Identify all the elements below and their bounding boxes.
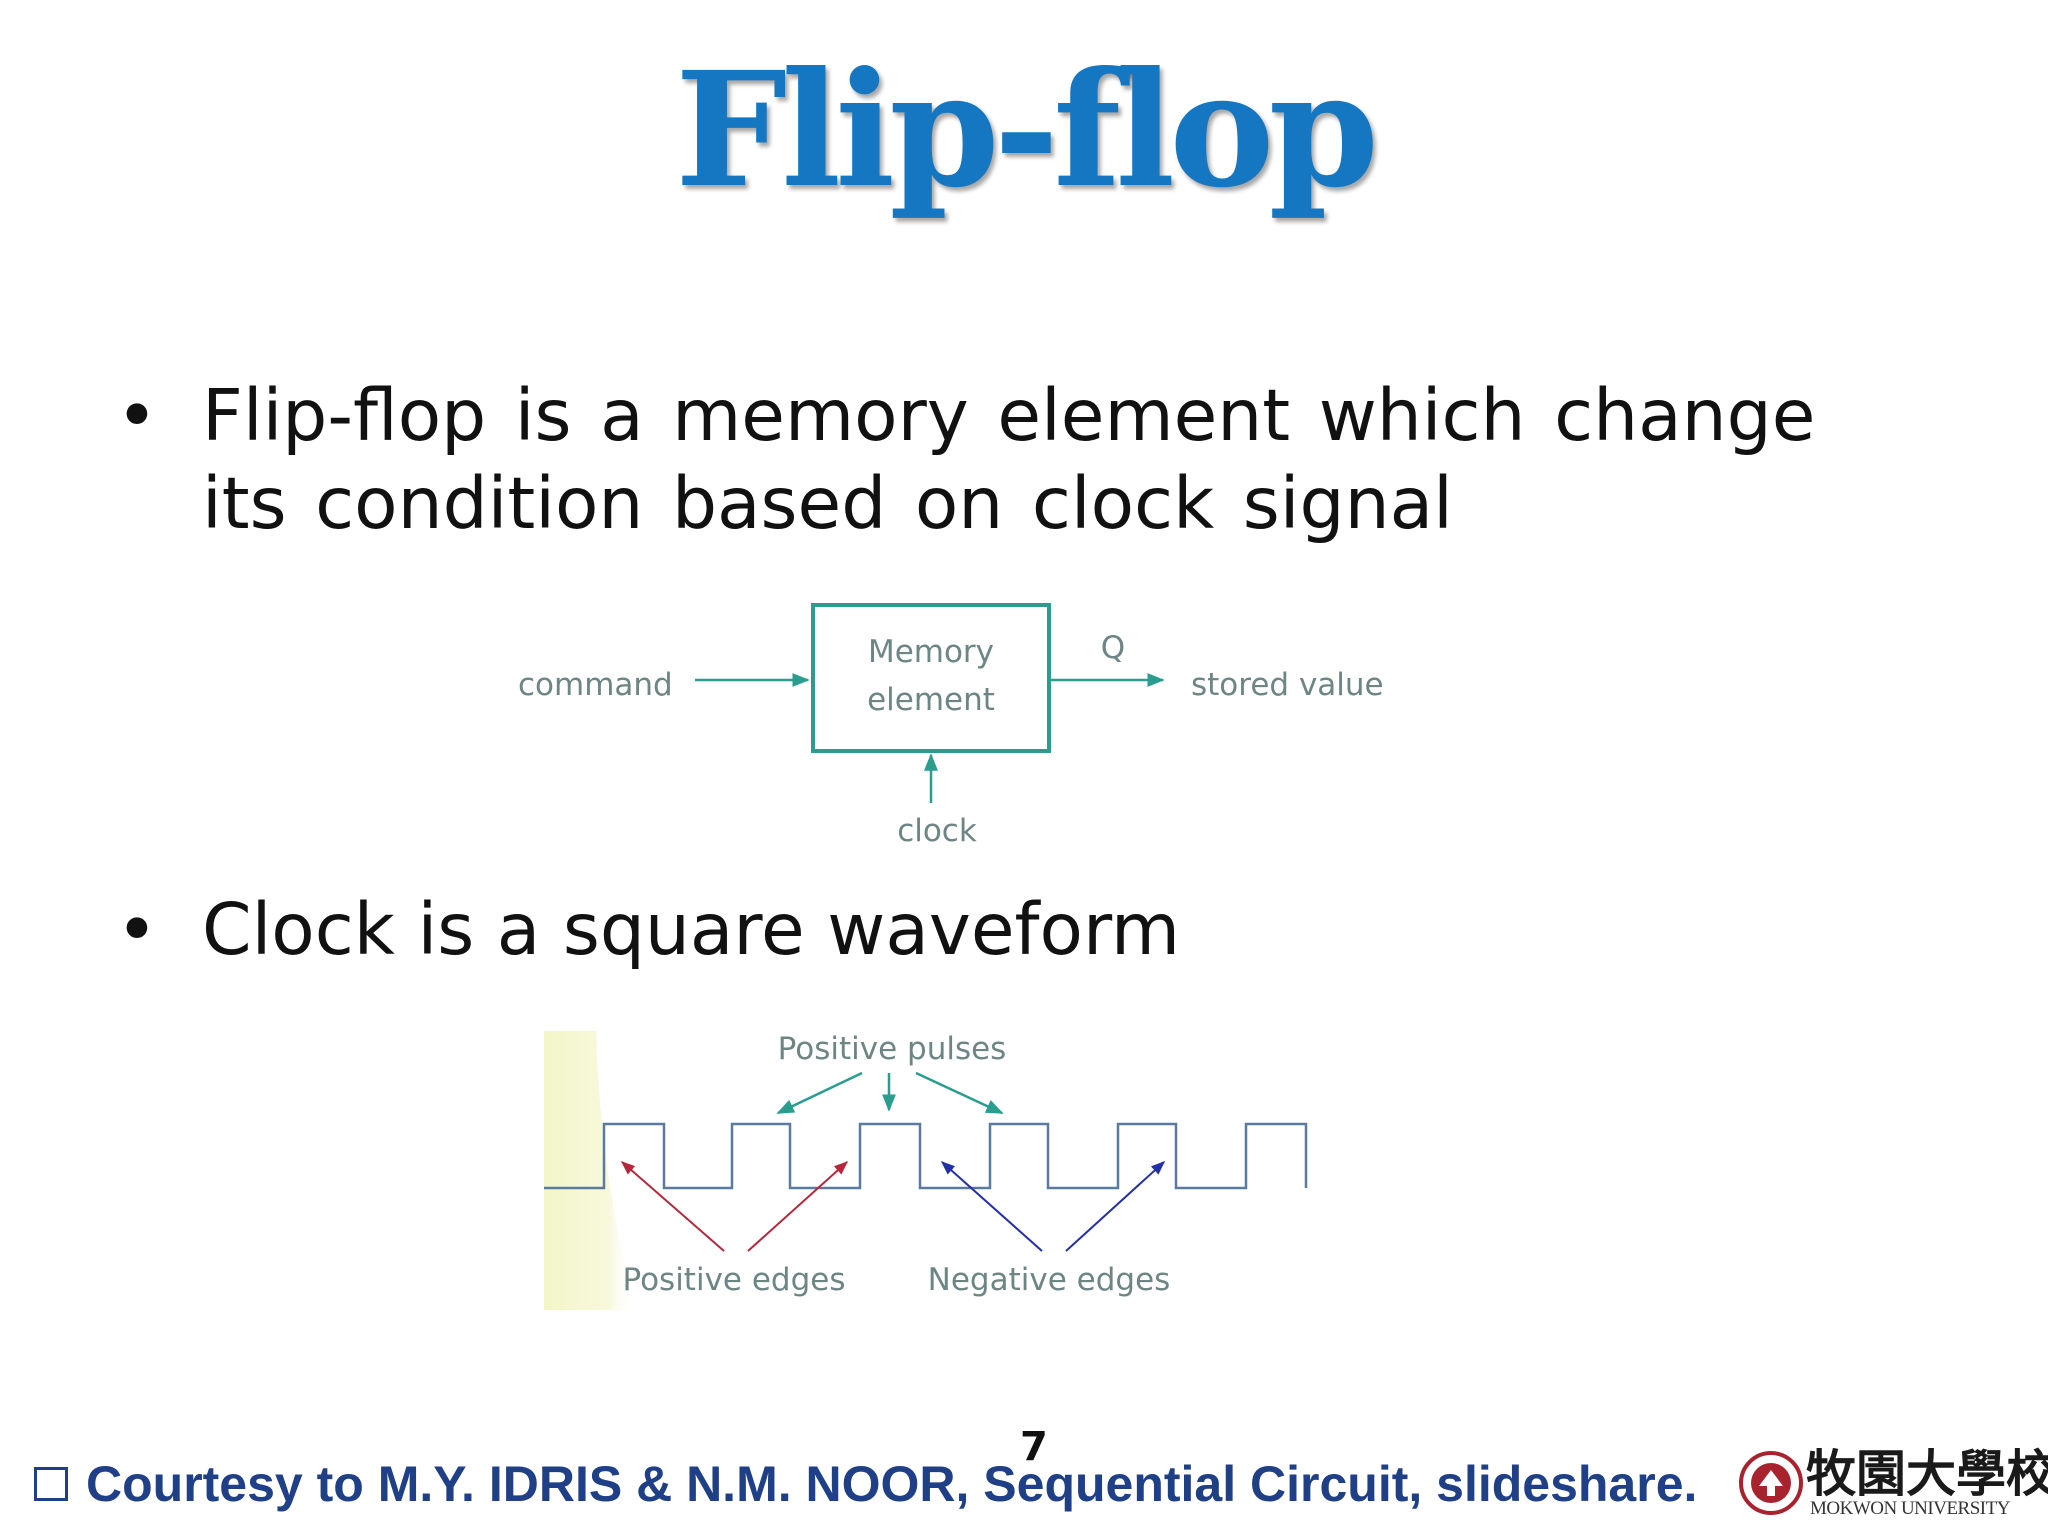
diagram-background-tint [544,1031,636,1310]
square-waveform [544,1122,1308,1190]
university-logo: 牧園大學校 MOKWON UNIVERSITY [1738,1446,2048,1526]
positive-edge-arrow-2 [747,1161,849,1252]
footer-credit: Courtesy to M.Y. IDRIS & N.M. NOOR, Sequ… [34,1449,1697,1519]
university-seal-icon [1739,1451,1803,1515]
positive-edges-label: Positive edges [622,1262,845,1298]
logo-chinese-name: 牧園大學校 [1806,1444,2048,1503]
clock-label: clock [897,813,977,849]
bullet-marker: • [116,888,158,971]
positive-edge-arrow-1 [620,1161,725,1252]
bullet-text: Clock is a square waveform [202,888,1181,971]
bullet-text: Flip-flop is a memory element which chan… [202,374,1816,545]
q-output-label: Q [1101,630,1125,666]
checkbox-square-icon [34,1467,68,1501]
memory-box-line2: element [867,682,995,718]
pulse-arrow-right [915,1071,1004,1115]
stored-value-label: stored value [1191,667,1384,703]
memory-element-diagram: command Memory element Q stored value cl… [518,603,1384,849]
logo-english-name: MOKWON UNIVERSITY [1810,1498,2010,1519]
negative-edge-arrow-2 [1065,1161,1166,1252]
negative-edges-label: Negative edges [928,1262,1171,1298]
slide-title: Flip-flop [674,38,1379,223]
page-number: 7 [1020,1424,1048,1470]
memory-element-box [811,603,1051,753]
negative-edge-arrow-1 [940,1161,1043,1252]
pulse-arrow-left [776,1071,863,1115]
footer-credit-text: Courtesy to M.Y. IDRIS & N.M. NOOR, Sequ… [86,1456,1698,1512]
positive-pulses-label: Positive pulses [778,1031,1007,1067]
bullet-marker: • [116,374,158,457]
command-label: command [518,667,673,703]
clock-waveform-diagram: Positive pulses Positive edges Negative … [544,1031,1308,1310]
memory-box-line1: Memory [868,634,994,670]
